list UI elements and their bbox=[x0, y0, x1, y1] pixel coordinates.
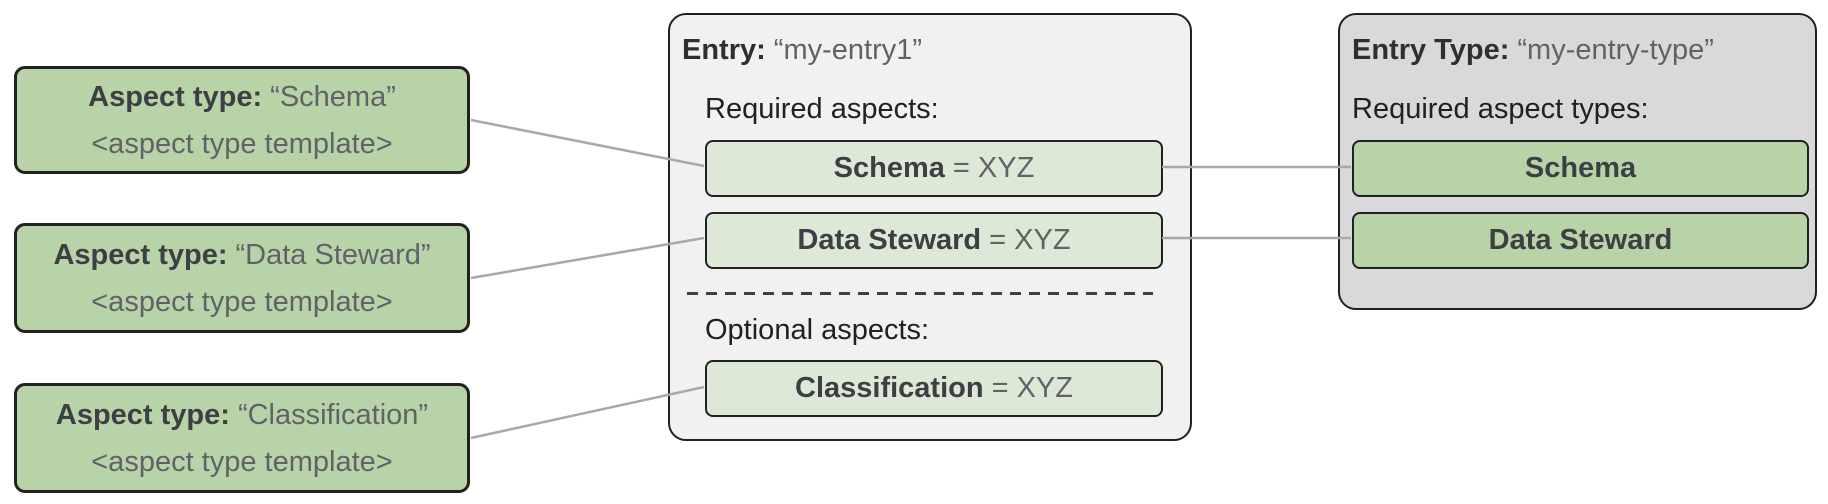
aspect-name: Classification bbox=[795, 372, 984, 404]
aspect-type-template: <aspect type template> bbox=[91, 127, 393, 160]
aspect-type-label: Aspect type: bbox=[55, 398, 230, 431]
entry-type-box: Entry Type:“my-entry-type” Required aspe… bbox=[1338, 13, 1817, 310]
entry-aspect-chip-classification: Classification = XYZ bbox=[705, 360, 1163, 417]
aspect-name: Schema bbox=[833, 152, 945, 184]
aspect-type-name: “Data Steward” bbox=[235, 238, 431, 271]
aspect-type-name: Data Steward bbox=[1488, 224, 1673, 256]
aspect-type-name: “Schema” bbox=[270, 80, 396, 113]
aspect-type-title: Aspect type: “Data Steward” bbox=[53, 237, 430, 273]
entry-type-title-value: “my-entry-type” bbox=[1517, 34, 1714, 66]
aspect-value: = XYZ bbox=[989, 224, 1071, 256]
required-aspect-types-heading: Required aspect types: bbox=[1352, 93, 1649, 125]
entry-title-value: “my-entry1” bbox=[773, 34, 923, 66]
required-aspects-heading: Required aspects: bbox=[705, 93, 939, 125]
aspect-type-label: Aspect type: bbox=[53, 238, 228, 271]
aspect-type-name: “Classification” bbox=[237, 398, 429, 431]
aspect-type-template: <aspect type template> bbox=[91, 285, 393, 318]
entry-type-title-label: Entry Type: bbox=[1352, 34, 1510, 66]
aspect-type-box-classification: Aspect type: “Classification” <aspect ty… bbox=[14, 383, 470, 493]
aspect-type-template: <aspect type template> bbox=[91, 445, 393, 478]
entry-box: Entry:“my-entry1” Required aspects: Sche… bbox=[668, 13, 1192, 441]
entry-type-chip-schema: Schema bbox=[1352, 140, 1809, 197]
aspect-name: Data Steward bbox=[797, 224, 982, 256]
required-optional-divider bbox=[687, 292, 1153, 295]
aspect-type-label: Aspect type: bbox=[88, 80, 263, 113]
entry-aspect-chip-schema: Schema = XYZ bbox=[705, 140, 1163, 197]
entry-type-chip-data-steward: Data Steward bbox=[1352, 212, 1809, 269]
aspect-type-box-data-steward: Aspect type: “Data Steward” <aspect type… bbox=[14, 223, 470, 333]
aspect-type-title: Aspect type: “Schema” bbox=[88, 79, 396, 115]
entry-title-label: Entry: bbox=[682, 34, 766, 66]
aspect-type-box-schema: Aspect type: “Schema” <aspect type templ… bbox=[14, 66, 470, 174]
aspect-type-name: Schema bbox=[1524, 152, 1637, 184]
entry-aspect-chip-data-steward: Data Steward = XYZ bbox=[705, 212, 1163, 269]
entry-type-title: Entry Type:“my-entry-type” bbox=[1352, 32, 1714, 68]
entry-title: Entry:“my-entry1” bbox=[682, 32, 922, 68]
aspect-value: = XYZ bbox=[991, 372, 1073, 404]
aspect-value: = XYZ bbox=[952, 152, 1035, 184]
optional-aspects-heading: Optional aspects: bbox=[705, 314, 930, 346]
aspect-type-title: Aspect type: “Classification” bbox=[56, 397, 428, 433]
